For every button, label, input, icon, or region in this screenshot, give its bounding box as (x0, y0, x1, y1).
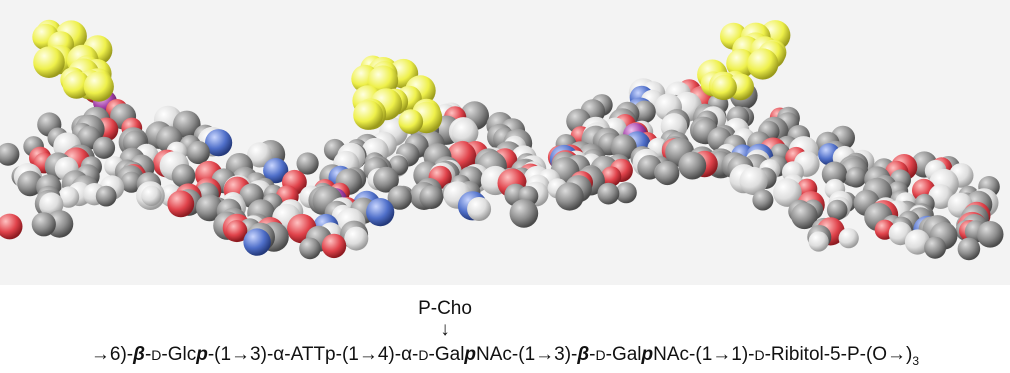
space-filling-molecular-model (0, 0, 1010, 285)
branch-arrow: ↓ (440, 319, 450, 340)
hydrogen-atom (808, 231, 829, 252)
repeating-unit-formula: →6)-β-D-Glcp-(1→3)-α-ATTp-(1→4)-α-D-Galp… (0, 344, 1010, 368)
formula-text: -Glc (161, 344, 197, 365)
carbon-atom (678, 151, 707, 180)
formula-d-config: D (595, 347, 606, 363)
nitrogen-atom (263, 158, 289, 184)
phosphocholine-label: P-Cho (418, 298, 472, 319)
carbon-atom (186, 140, 210, 165)
carbon-atom (17, 170, 43, 197)
formula-text: NAc-(1→1)- (653, 344, 755, 365)
choline-atom (726, 48, 756, 79)
hydrogen-atom (451, 119, 479, 146)
carbon-atom (610, 134, 637, 161)
oxygen-atom (321, 233, 347, 259)
formula-d-config: D (151, 347, 162, 363)
formula-text: - (589, 344, 596, 365)
formula-text: - (144, 344, 152, 365)
carbon-atom (791, 202, 818, 230)
carbon-atom (509, 199, 539, 228)
formula-pyranose: p (464, 344, 477, 365)
nitrogen-atom (205, 129, 233, 157)
carbon-atom (957, 237, 981, 261)
carbon-atom (419, 185, 444, 210)
nitrogen-atom (243, 228, 271, 256)
hydrogen-atom (838, 228, 859, 249)
carbon-atom (299, 237, 321, 260)
formula-text: →6)- (90, 344, 134, 365)
oxygen-atom (167, 190, 195, 218)
formula-text: NAc-(1→3)- (476, 344, 578, 365)
formula-d-config: D (418, 347, 429, 363)
carbon-atom (171, 164, 196, 188)
formula-d-config: D (754, 347, 765, 363)
carbon-atom (752, 189, 774, 211)
hydrogen-atom (141, 185, 162, 206)
choline-atom (711, 74, 737, 100)
carbon-atom (655, 160, 680, 186)
carbon-atom (555, 182, 584, 211)
formula-beta: β (133, 344, 145, 365)
formula-beta: β (577, 344, 590, 365)
oxygen-atom (601, 166, 622, 187)
hydrogen-atom (344, 226, 369, 251)
carbon-atom (387, 185, 412, 210)
hydrogen-atom (773, 178, 802, 207)
hydrogen-atom (739, 166, 768, 196)
carbon-atom (597, 182, 620, 205)
carbon-atom (924, 236, 947, 259)
formula-pyranose: p (196, 344, 208, 365)
atom-spheres (0, 19, 1004, 261)
carbon-atom (120, 171, 142, 193)
carbon-atom (92, 136, 116, 159)
carbon-atom (633, 100, 656, 124)
formula-text: -Gal (605, 344, 642, 365)
hydrogen-atom (467, 197, 492, 221)
carbon-atom (95, 185, 117, 207)
choline-atom (398, 109, 424, 134)
carbon-atom (373, 166, 399, 193)
hydrogen-atom (904, 229, 931, 255)
choline-atom (62, 71, 91, 99)
choline-atom (83, 71, 114, 102)
oxygen-atom (0, 213, 23, 240)
hydrogen-atom (247, 142, 273, 168)
formula-text: -Ribitol-5-P-(O→) (764, 344, 913, 365)
oxygen-atom (226, 220, 248, 242)
carbon-atom (173, 110, 201, 139)
carbon-atom (615, 182, 637, 204)
formula-pyranose: p (641, 344, 654, 365)
carbon-atom (976, 221, 1004, 248)
choline-atom (33, 46, 65, 78)
nitrogen-atom (366, 198, 395, 227)
choline-atom (747, 48, 779, 80)
formula-text: -Gal (428, 344, 465, 365)
carbon-atom (31, 212, 56, 237)
choline-atom (353, 100, 383, 130)
carbon-atom (821, 161, 848, 187)
carbon-atom (196, 194, 223, 222)
carbon-atom (296, 152, 319, 175)
formula-repeat-count: 3 (912, 353, 920, 368)
carbon-atom (826, 199, 848, 221)
carbon-atom (845, 166, 867, 188)
carbon-atom (0, 142, 20, 166)
formula-text: -(1→3)-α-ATTp-(1→4)-α- (207, 344, 419, 365)
